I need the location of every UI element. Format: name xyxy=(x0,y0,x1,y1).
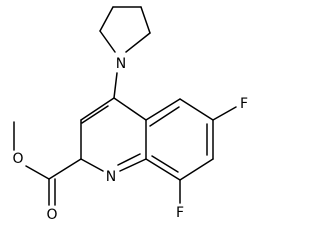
bond-cc-cd xyxy=(140,6,151,34)
bond-c8-c8a-inner xyxy=(151,155,179,173)
bond-c4-c3-inner xyxy=(81,105,109,124)
bond-n1-c8a xyxy=(119,158,147,172)
structure-canvas: N N F F O O xyxy=(12,6,248,223)
bond-c4a-c4 xyxy=(113,97,147,121)
bond-c2-carbonyl xyxy=(48,158,82,180)
benzene-ring xyxy=(145,98,214,181)
atom-label-n-ring: N xyxy=(106,169,116,185)
bond-carbonyl-oester xyxy=(25,165,50,180)
bond-n-c4 xyxy=(113,72,118,99)
atom-label-f-8: F xyxy=(176,205,184,221)
bond-c6-f xyxy=(212,106,237,121)
atom-label-o-carbonyl: O xyxy=(46,207,57,223)
bond-ca-cb xyxy=(99,6,114,32)
atom-label-n-pyrrolidine: N xyxy=(116,56,126,72)
bond-c4-c3 xyxy=(80,97,115,121)
pyrrolidine-ring xyxy=(99,6,151,53)
bond-c5-c6 xyxy=(179,98,214,121)
bond-n1-c8a-inner xyxy=(117,153,141,166)
bond-c2-n1 xyxy=(80,158,104,172)
methyl-ester-group xyxy=(13,121,82,206)
bond-c8-c8a xyxy=(145,158,181,181)
bond-cd-n xyxy=(125,32,151,53)
bond-c4a-c5 xyxy=(145,98,181,121)
molecule-drawing: N N F F O O xyxy=(12,6,248,223)
atom-label-f-6: F xyxy=(240,96,248,112)
atom-label-o-ester: O xyxy=(12,151,23,167)
bond-c7-c8 xyxy=(179,158,214,181)
bond-c4a-c5-inner xyxy=(149,106,180,127)
pyridine-ring xyxy=(80,97,147,172)
bond-n-ca xyxy=(99,30,116,53)
